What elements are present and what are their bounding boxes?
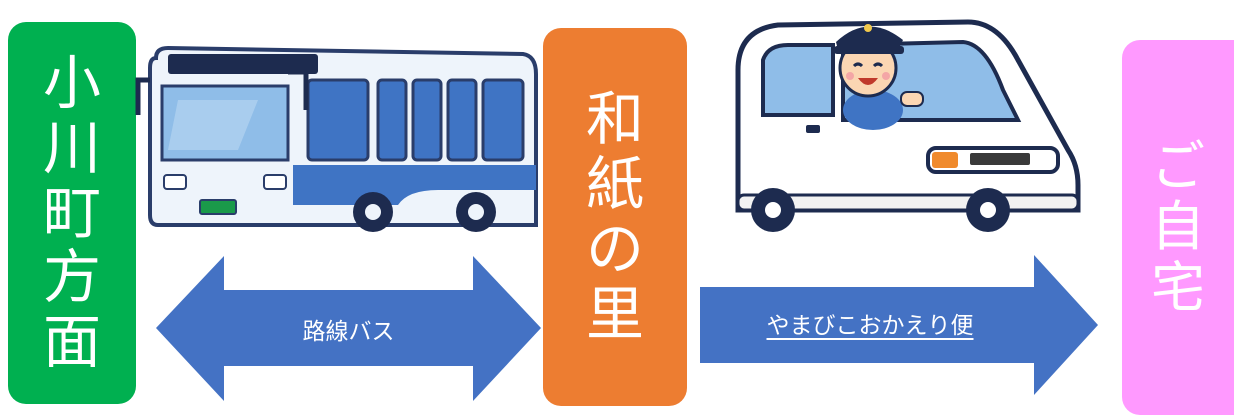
destination-char: 宅 bbox=[1151, 255, 1205, 319]
bus-route-arrow bbox=[156, 256, 541, 401]
origin-char: 川 bbox=[42, 113, 101, 182]
hub-char: 紙 bbox=[585, 150, 644, 219]
bus-route-label: 路線バス bbox=[302, 319, 395, 345]
ride-route-arrow bbox=[700, 255, 1098, 395]
origin-char: 町 bbox=[42, 178, 101, 247]
hub-node: 和 紙 の 里 bbox=[543, 28, 687, 406]
origin-char: 小 bbox=[42, 48, 101, 117]
driver-icon bbox=[834, 24, 924, 130]
origin-node: 小 川 町 方 面 bbox=[8, 22, 136, 404]
destination-char: 自 bbox=[1151, 195, 1205, 259]
hub-char: 里 bbox=[585, 279, 644, 348]
destination-node: ご 自 宅 bbox=[1122, 40, 1234, 415]
origin-char: 面 bbox=[42, 308, 101, 377]
ride-route-label: やまびこおかえり便 bbox=[766, 313, 974, 339]
bus-icon bbox=[135, 45, 538, 232]
destination-char: ご bbox=[1151, 134, 1205, 198]
hub-char: 和 bbox=[585, 85, 644, 154]
hub-char: の bbox=[585, 215, 644, 283]
origin-char: 方 bbox=[42, 243, 101, 312]
delivery-van-icon bbox=[735, 19, 1081, 232]
